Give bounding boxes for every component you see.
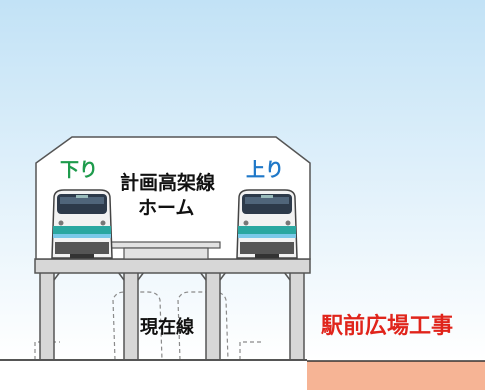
station-plaza-work-label: 駅前広場工事	[321, 314, 454, 339]
platform-base	[123, 247, 209, 260]
platform-slab	[107, 241, 221, 249]
up-track-label: 上り	[246, 159, 285, 181]
platform-label: ホーム	[138, 197, 195, 219]
planned-viaduct-label: 計画高架線	[120, 172, 216, 194]
plaza-ground	[307, 361, 485, 390]
existing-line-label: 現在線	[140, 317, 194, 338]
train-front-icon	[236, 189, 298, 259]
viaduct-deck	[34, 258, 311, 274]
train-front-icon	[51, 189, 113, 259]
down-track-label: 下り	[60, 159, 99, 181]
